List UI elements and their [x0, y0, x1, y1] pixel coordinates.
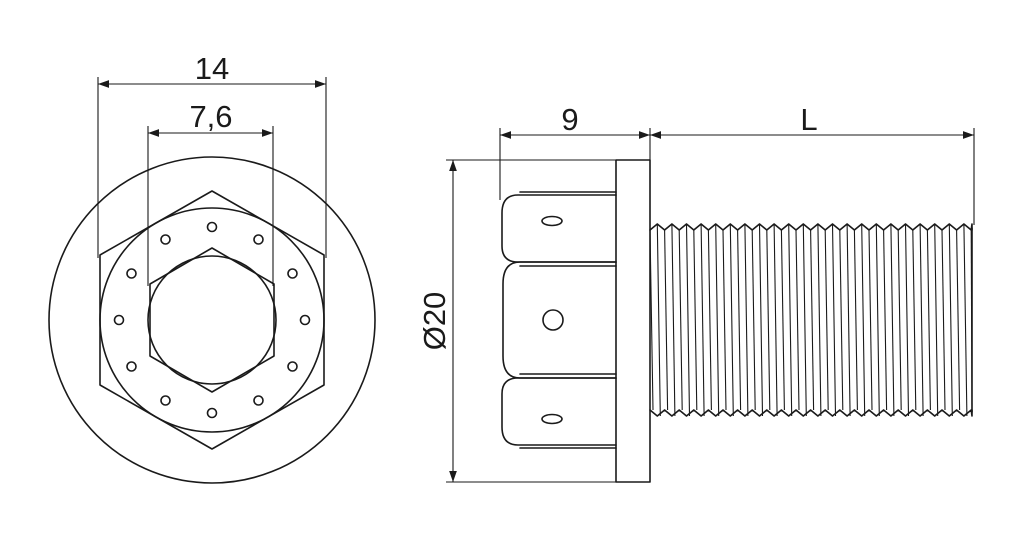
- thread-major-line: [919, 223, 924, 417]
- side-hole-top: [541, 215, 563, 227]
- lightening-hole: [287, 361, 298, 372]
- thread-major-line: [758, 223, 764, 417]
- lightening-hole: [253, 234, 264, 245]
- thread-major-line: [846, 223, 851, 417]
- thread-major-line: [788, 223, 793, 417]
- flange-outline: [48, 156, 376, 484]
- thread-minor-line: [722, 229, 727, 411]
- thread-major-line: [831, 223, 837, 417]
- thread-major-line: [744, 223, 749, 417]
- lightening-hole: [126, 268, 137, 279]
- side-view: 9 L Ø20: [417, 102, 975, 483]
- thread-minor-line: [810, 229, 815, 411]
- dim-9-label: 9: [561, 102, 578, 137]
- thread-minor-line: [780, 229, 785, 411]
- thread-major-line: [890, 223, 895, 417]
- thread-minor-line: [868, 229, 873, 411]
- socket-hex-outline: [149, 247, 275, 393]
- hex-chamfer-circle: [99, 207, 325, 433]
- thread-minor-line: [664, 229, 669, 411]
- thread-minor-line: [678, 229, 683, 411]
- thread-major-line: [656, 223, 661, 417]
- thread-minor-line: [649, 229, 654, 411]
- thread-minor-line: [897, 229, 902, 411]
- dim-7-6-label: 7,6: [189, 99, 232, 134]
- thread-major-line: [685, 223, 691, 417]
- end-view: 14 7,6: [48, 51, 376, 484]
- dim-d20-label: Ø20: [417, 292, 452, 351]
- socket-bore-circle: [147, 255, 277, 385]
- thread-major-line: [671, 223, 676, 417]
- lightening-hole: [253, 395, 264, 406]
- flange-side: [615, 159, 651, 483]
- threaded-shank: [649, 223, 973, 417]
- thread-minor-line: [941, 229, 946, 411]
- thread-minor-line: [956, 229, 961, 411]
- thread-minor-line: [693, 229, 698, 411]
- lightening-hole: [299, 314, 311, 326]
- thread-minor-line: [839, 229, 844, 411]
- thread-minor-line: [912, 229, 917, 411]
- thread-major-line: [715, 223, 720, 417]
- hex-head-outline: [99, 190, 325, 450]
- lightening-hole: [113, 314, 125, 326]
- thread-minor-line: [824, 229, 829, 411]
- dim-l-label: L: [800, 102, 817, 137]
- thread-minor-line: [926, 229, 931, 411]
- lightening-hole: [160, 395, 171, 406]
- thread-crest-top: [649, 223, 973, 231]
- hex-face-upper: [501, 194, 617, 263]
- side-hole-center: [542, 309, 564, 331]
- hex-face-middle: [502, 261, 617, 379]
- thread-crest-bottom: [649, 409, 973, 417]
- thread-minor-line: [853, 229, 858, 411]
- thread-minor-line: [737, 229, 742, 411]
- thread-major-line: [817, 223, 822, 417]
- lightening-holes: [113, 221, 311, 419]
- lightening-hole: [206, 221, 218, 233]
- thread-major-line: [904, 223, 910, 417]
- lightening-hole: [206, 407, 218, 419]
- dim-14-label: 14: [195, 51, 229, 86]
- lightening-hole: [126, 361, 137, 372]
- hex-face-lower: [501, 377, 617, 446]
- thread-minor-line: [766, 229, 771, 411]
- thread-major-line: [773, 223, 778, 417]
- side-hole-bottom: [541, 413, 563, 425]
- thread-major-line: [875, 223, 880, 417]
- thread-minor-line: [707, 229, 712, 411]
- thread-major-line: [700, 223, 705, 417]
- thread-major-line: [802, 223, 807, 417]
- thread-major-line: [948, 223, 953, 417]
- thread-minor-line: [751, 229, 756, 411]
- thread-pitch-lines: [649, 223, 973, 417]
- lightening-hole: [287, 268, 298, 279]
- thread-major-line: [934, 223, 939, 417]
- lightening-hole: [160, 234, 171, 245]
- thread-major-line: [861, 223, 866, 417]
- thread-major-line: [729, 223, 734, 417]
- thread-major-line: [963, 223, 968, 417]
- thread-minor-line: [883, 229, 888, 411]
- thread-minor-line: [795, 229, 800, 411]
